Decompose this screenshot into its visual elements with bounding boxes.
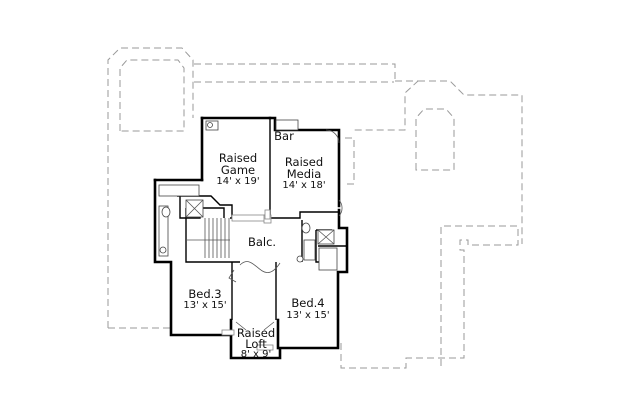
room-name-raised-loft-1: Raised — [237, 326, 275, 340]
room-size-raised-game: 14' x 19' — [216, 176, 259, 187]
room-size-raised-media: 14' x 18' — [282, 180, 325, 191]
lower-floor-outline — [107, 47, 523, 369]
room-name-raised-media-2: Media — [287, 167, 322, 181]
room-labels: Raised Game 14' x 19' Raised Media 14' x… — [183, 129, 329, 360]
room-name-raised-media-1: Raised — [285, 155, 323, 169]
room-name-raised-game-2: Game — [221, 163, 255, 177]
room-name-bed-4: Bed.4 — [291, 296, 324, 310]
doors — [228, 129, 343, 331]
room-name-bar: Bar — [274, 129, 294, 143]
room-name-bed-3: Bed.3 — [188, 287, 221, 301]
windows — [221, 209, 274, 351]
room-size-bed-4: 13' x 15' — [286, 310, 329, 321]
fixtures — [158, 119, 338, 271]
room-size-raised-loft: 8' x 9' — [241, 349, 272, 360]
room-name-raised-loft-2: Loft — [245, 337, 267, 351]
room-name-balcony: Balc. — [248, 235, 276, 249]
room-size-bed-3: 13' x 15' — [183, 300, 226, 311]
room-name-raised-game-1: Raised — [219, 151, 257, 165]
stairs — [186, 218, 230, 258]
exterior-walls — [153, 116, 349, 360]
